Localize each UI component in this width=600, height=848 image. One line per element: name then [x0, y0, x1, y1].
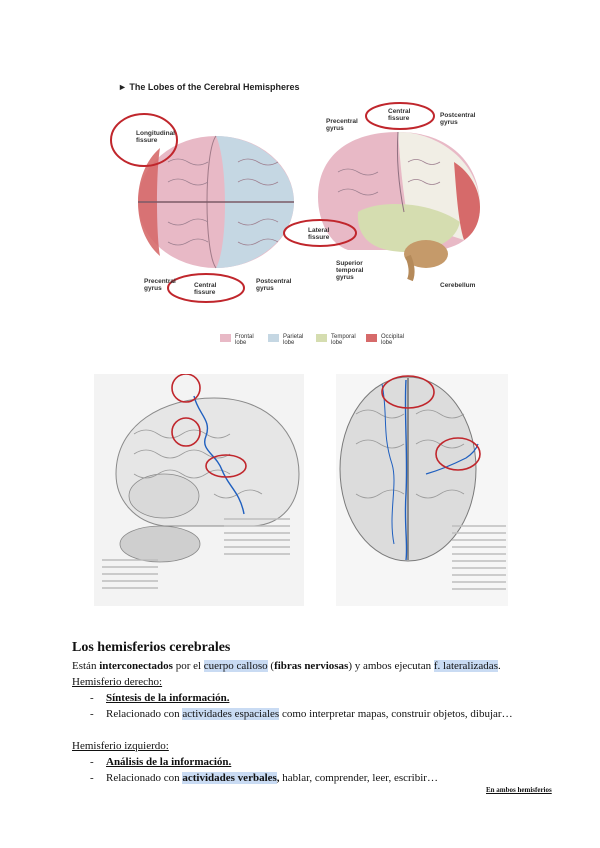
label-central-fissure-left: Central fissure: [194, 282, 226, 296]
legend-parietal-swatch: [268, 334, 279, 342]
legend-occipital-swatch: [366, 334, 377, 342]
brain-lateral-sketch: [94, 374, 304, 606]
label-precentral-gyrus-left: Precentral gyrus: [144, 278, 184, 292]
text-section: Los hemisferios cerebrales Están interco…: [72, 640, 572, 786]
right-bullet-1: - Síntesis de la información.: [72, 690, 572, 706]
legend-frontal-swatch: [220, 334, 231, 342]
label-postcentral-gyrus-right: Postcentral gyrus: [440, 112, 480, 126]
label-cerebellum: Cerebellum: [440, 282, 486, 289]
label-superior-temporal-gyrus: Superior temporal gyrus: [336, 260, 380, 281]
label-precentral-gyrus-right: Precentral gyrus: [326, 118, 362, 132]
legend-frontal: Frontal lobe: [220, 334, 263, 346]
lobes-figure: ► The Lobes of the Cerebral Hemispheres: [108, 72, 493, 362]
brain-illustrations: [108, 72, 493, 362]
right-hemisphere-title: Hemisferio derecho:: [72, 674, 572, 690]
legend-temporal-swatch: [316, 334, 327, 342]
footer-note: En ambos hemisferios: [486, 786, 552, 794]
label-lateral-fissure: Lateral fissure: [308, 227, 340, 241]
intro-line: Están interconectados por el cuerpo call…: [72, 658, 572, 674]
left-bullet-1: - Análisis de la información.: [72, 754, 572, 770]
legend-occipital: Occipital lobe: [366, 334, 411, 346]
brain-side-view: [318, 132, 480, 280]
legend-parietal: Parietal lobe: [268, 334, 311, 346]
legend-temporal: Temporal lobe: [316, 334, 361, 346]
left-hemisphere-title: Hemisferio izquierdo:: [72, 738, 572, 754]
section-heading: Los hemisferios cerebrales: [72, 640, 572, 656]
left-bullet-2: - Relacionado con actividades verbales, …: [72, 770, 572, 786]
brain-top-view: [138, 136, 294, 268]
right-bullet-2: - Relacionado con actividades espaciales…: [72, 706, 572, 722]
label-central-fissure-right: Central fissure: [388, 108, 420, 122]
label-longitudinal-fissure: Longitudinal fissure: [136, 130, 176, 144]
brain-top-sketch: [336, 374, 508, 606]
label-postcentral-gyrus-left: Postcentral gyrus: [256, 278, 296, 292]
